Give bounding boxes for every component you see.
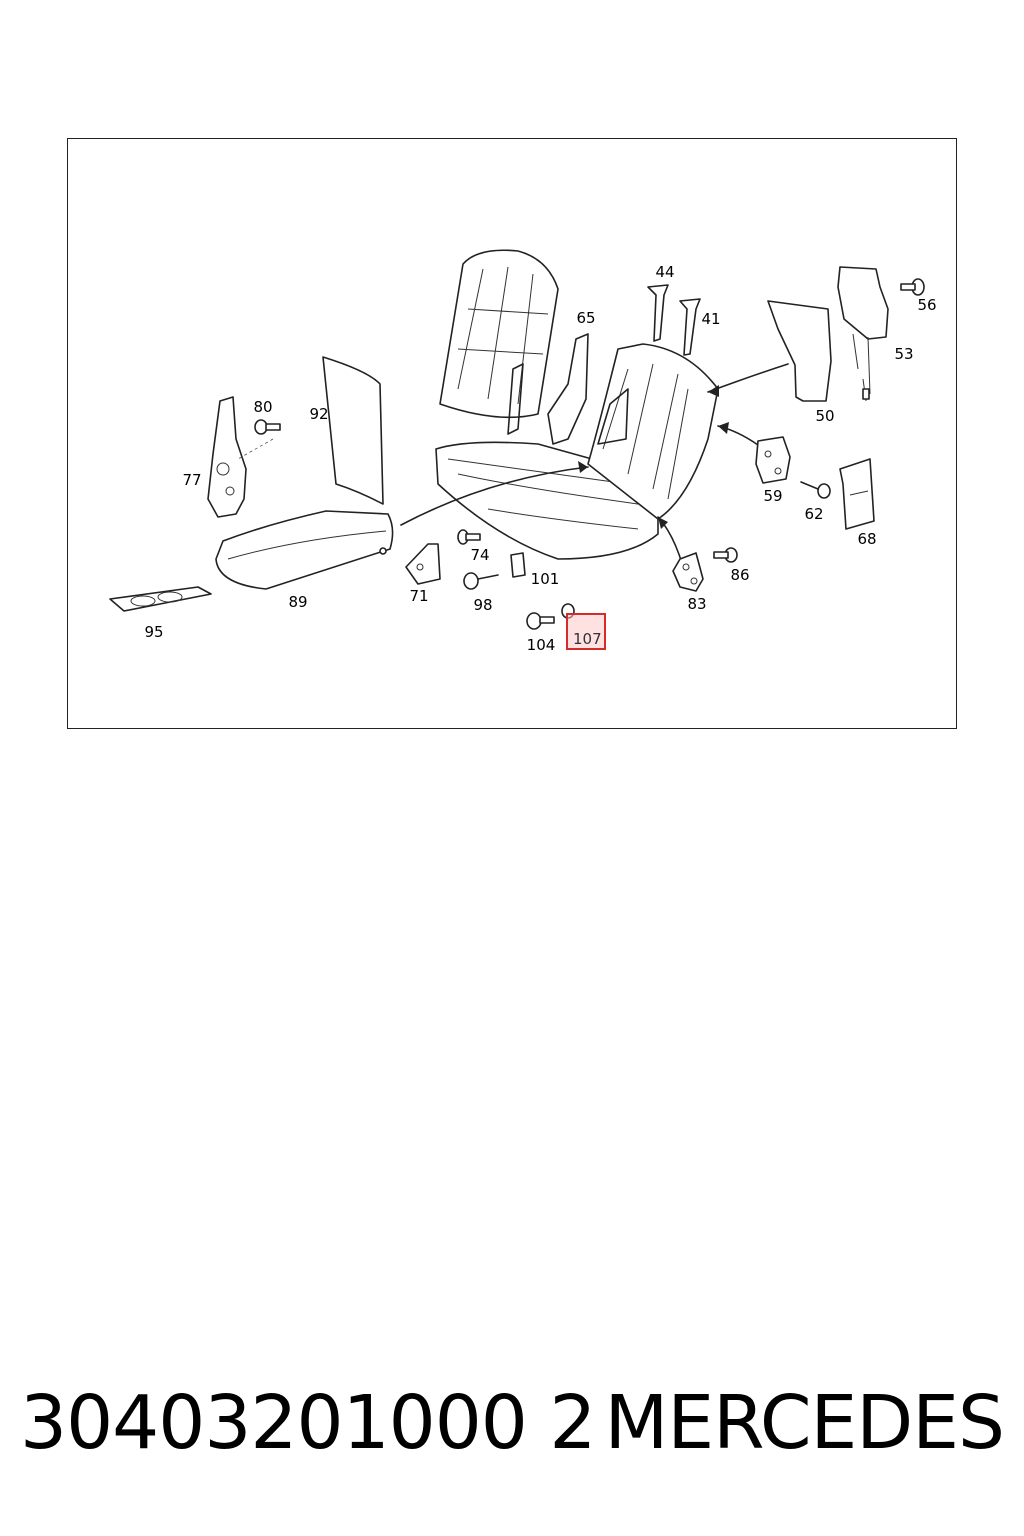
label-56: 56	[917, 296, 937, 314]
cover-50	[767, 300, 832, 402]
pin-41	[679, 298, 701, 356]
label-71: 71	[409, 587, 429, 605]
bolt-74	[457, 529, 481, 545]
label-65: 65	[576, 309, 596, 327]
label-98: 98	[473, 596, 493, 614]
label-41: 41	[701, 310, 721, 328]
hinge-bracket-77	[207, 396, 274, 518]
label-53: 53	[894, 345, 914, 363]
seat-exploded-view	[109, 249, 925, 630]
part-number: 30403201000 2	[20, 1380, 596, 1466]
hinge-83	[672, 552, 704, 592]
label-92: 92	[309, 405, 329, 423]
label-83: 83	[687, 595, 707, 613]
cupholder-95	[109, 586, 212, 612]
bolt-56	[900, 278, 925, 296]
bracket-71	[405, 543, 441, 585]
label-80: 80	[253, 398, 273, 416]
backrest-back-panel	[322, 356, 384, 505]
label-50: 50	[815, 407, 835, 425]
assembly-arrows	[400, 363, 789, 588]
latch-53	[837, 266, 889, 402]
label-62: 62	[804, 505, 824, 523]
screw-98	[463, 572, 499, 590]
latch-59	[755, 436, 791, 484]
label-86: 86	[730, 566, 750, 584]
label-77: 77	[182, 471, 202, 489]
label-101: 101	[530, 570, 560, 588]
bolt-80	[254, 419, 281, 435]
label-74: 74	[470, 546, 490, 564]
side-trim-65	[547, 333, 589, 445]
label-59: 59	[763, 487, 783, 505]
brand-name: MERCEDES	[604, 1380, 1005, 1466]
bolt-86	[713, 547, 738, 563]
seat-frame	[435, 343, 719, 560]
label-44: 44	[655, 263, 675, 281]
seat-back-cushion	[439, 249, 559, 435]
parts-diagram-frame: 44 41 56 53 65 80 92 50 77 59 62 68 74 1…	[67, 138, 957, 729]
label-95: 95	[144, 623, 164, 641]
armrest-89	[215, 510, 394, 590]
label-68: 68	[857, 530, 877, 548]
clip-101	[510, 552, 526, 578]
pin-44	[647, 284, 669, 342]
label-104: 104	[526, 636, 556, 654]
label-89: 89	[288, 593, 308, 611]
footer-caption: 30403201000 2 MERCEDES	[20, 1378, 1005, 1468]
label-107-highlighted: 107	[566, 613, 606, 650]
screw-62	[800, 481, 831, 499]
bolt-104	[526, 612, 555, 630]
cover-68	[839, 458, 875, 530]
